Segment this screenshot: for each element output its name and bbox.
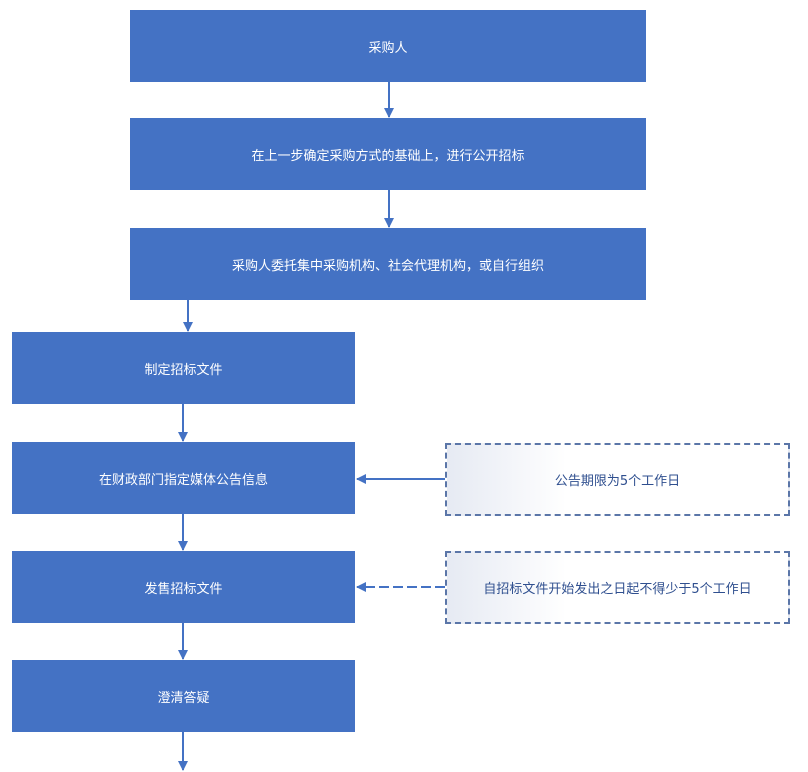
step-prepare-tender-docs: 制定招标文件	[12, 332, 355, 404]
step-prepare-tender-docs-label: 制定招标文件	[144, 362, 223, 378]
step-sell-tender-docs: 发售招标文件	[12, 551, 355, 623]
step-sell-tender-docs-label: 发售招标文件	[144, 581, 223, 597]
step-entrust-agency-label: 采购人委托集中采购机构、社会代理机构，或自行组织	[231, 258, 544, 274]
step-clarification-label: 澄清答疑	[157, 690, 210, 706]
note-sale-period: 自招标文件开始发出之日起不得少于5个工作日	[445, 551, 790, 624]
step-purchaser: 采购人	[130, 10, 646, 82]
step-entrust-agency: 采购人委托集中采购机构、社会代理机构，或自行组织	[130, 228, 646, 300]
step-publish-announcement: 在财政部门指定媒体公告信息	[12, 442, 355, 514]
note-announcement-period-label: 公告期限为5个工作日	[554, 474, 681, 489]
step-purchaser-label: 采购人	[368, 40, 408, 56]
step-public-tender-label: 在上一步确定采购方式的基础上，进行公开招标	[251, 148, 525, 164]
note-sale-period-label: 自招标文件开始发出之日起不得少于5个工作日	[483, 582, 752, 597]
note-announcement-period: 公告期限为5个工作日	[445, 443, 790, 516]
step-clarification: 澄清答疑	[12, 660, 355, 732]
step-publish-announcement-label: 在财政部门指定媒体公告信息	[98, 472, 268, 488]
step-public-tender: 在上一步确定采购方式的基础上，进行公开招标	[130, 118, 646, 190]
